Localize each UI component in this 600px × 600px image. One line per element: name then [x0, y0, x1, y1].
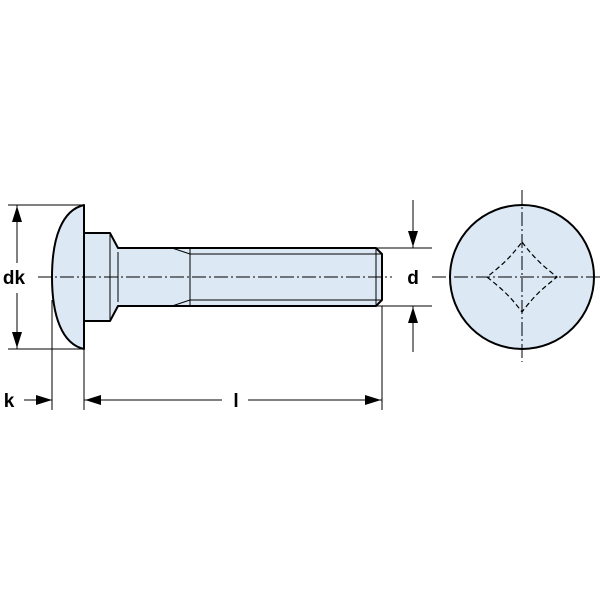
- dk-arrow-top: [12, 206, 22, 222]
- dim-dk: dk: [3, 204, 84, 350]
- d-arrow-top: [408, 231, 418, 247]
- k-arrow: [36, 395, 52, 405]
- d-label: d: [407, 268, 419, 289]
- l-arrow-right: [365, 395, 381, 405]
- thread-runout-top: [171, 247, 191, 255]
- k-label: k: [4, 391, 15, 412]
- bolt-side-view: [38, 204, 392, 350]
- thread-runout-bottom: [171, 299, 191, 307]
- bolt-end-view: [432, 190, 600, 362]
- dim-d: d: [376, 200, 432, 352]
- d-arrow-bottom: [408, 307, 418, 323]
- l-label: l: [233, 391, 238, 412]
- dim-k-l: k l: [4, 300, 383, 412]
- dk-arrow-bottom: [12, 332, 22, 348]
- dk-label: dk: [3, 268, 26, 289]
- l-arrow-left: [85, 395, 101, 405]
